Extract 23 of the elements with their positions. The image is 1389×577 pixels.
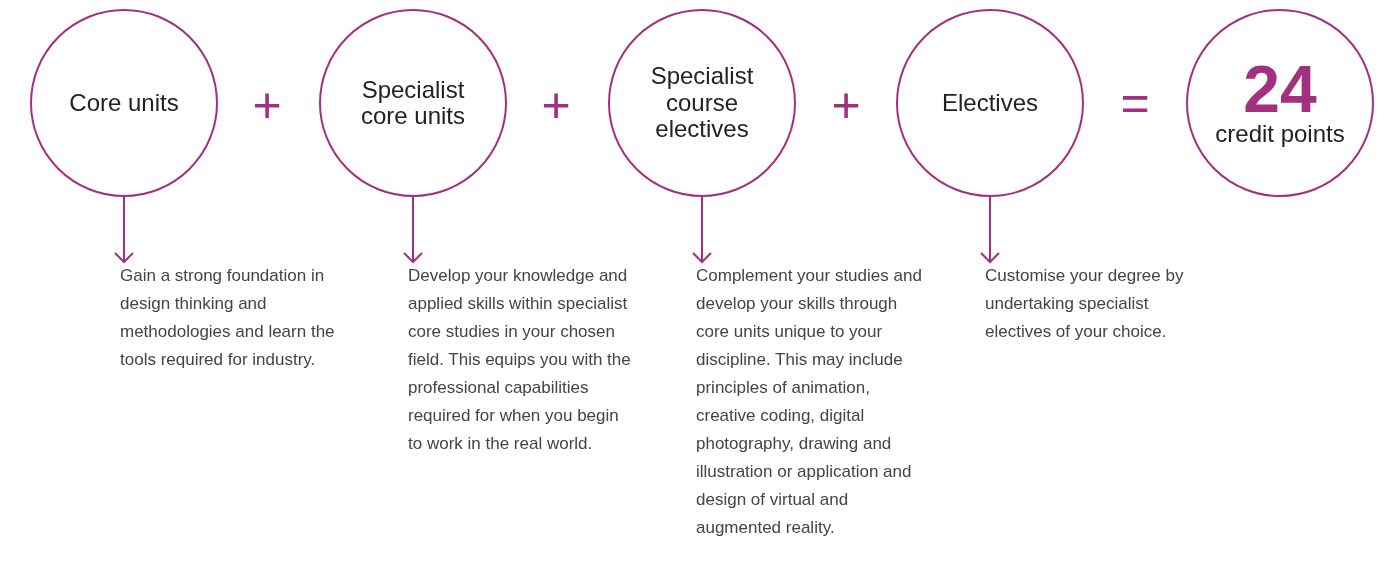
description-text: Gain a strong foundation in design thinking and methodologies and learn the tools required for industry. xyxy=(120,265,336,371)
arrow xyxy=(980,196,1000,263)
circle-node xyxy=(1186,9,1374,197)
circle-node xyxy=(319,9,507,197)
description-text: Develop your knowledge and applied skills within specialist core studies in your chosen field. This equips you with the professional capabilities required for when you begin to work in the real world. xyxy=(408,265,632,455)
operator-symbol: + xyxy=(252,80,282,130)
arrow xyxy=(692,196,712,263)
description-text: Complement your studies and develop your skills through core units unique to your discipline. This may include principles of animation, creative coding, digital photography, drawing and illustration or application and design of virtual and augmented reality. xyxy=(696,265,923,539)
credit-number: 24 xyxy=(1243,58,1317,122)
node-label: Specialist course electives xyxy=(649,63,755,143)
arrow xyxy=(403,196,423,263)
node-label: credit points xyxy=(1215,121,1345,148)
node-label: Core units xyxy=(69,89,179,117)
node-label: Electives xyxy=(941,89,1038,117)
description-text: Customise your degree by undertaking specialist electives of your choice. xyxy=(985,265,1185,343)
operator-symbol: + xyxy=(831,80,861,130)
circle-node xyxy=(608,9,796,197)
circle-node xyxy=(30,9,218,197)
operator-symbol: + xyxy=(541,80,571,130)
circle-node xyxy=(896,9,1084,197)
node-label: Specialist core units xyxy=(359,76,467,130)
operator-symbol: = xyxy=(1120,78,1150,128)
arrow xyxy=(114,196,134,263)
